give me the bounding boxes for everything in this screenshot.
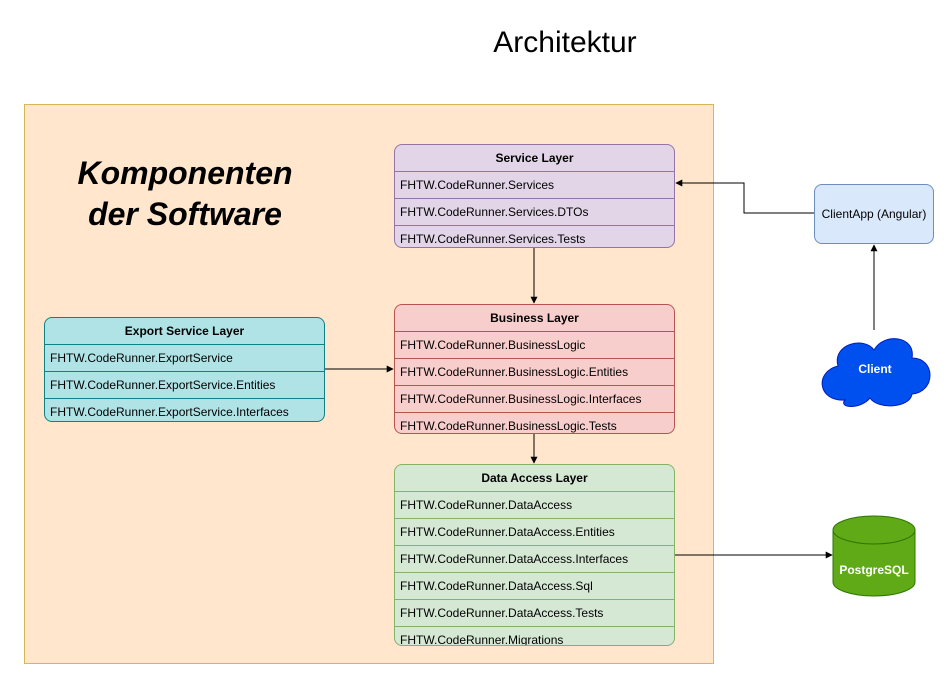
clientapp-label: ClientApp (Angular) — [821, 207, 927, 221]
postgresql-database-icon[interactable] — [832, 515, 916, 597]
container-label-line-2: der Software — [88, 196, 282, 232]
business-layer-row: FHTW.CodeRunner.BusinessLogic.Tests — [400, 419, 617, 433]
service-layer-row: FHTW.CodeRunner.Services.DTOs — [395, 199, 674, 226]
data-access-layer-row: FHTW.CodeRunner.DataAccess.Tests — [395, 600, 674, 627]
export-service-layer-row: FHTW.CodeRunner.ExportService.Interfaces — [50, 405, 289, 419]
business-layer-row: FHTW.CodeRunner.BusinessLogic.Entities — [395, 359, 674, 386]
service-layer-box[interactable]: Service Layer FHTW.CodeRunner.Services F… — [394, 144, 675, 248]
data-access-layer-row: FHTW.CodeRunner.DataAccess.Interfaces — [395, 546, 674, 573]
page-title: Architektur — [493, 26, 637, 59]
business-layer-row: FHTW.CodeRunner.BusinessLogic.Interfaces — [395, 386, 674, 413]
container-label-line-1: Komponenten — [77, 155, 293, 191]
clientapp-box[interactable]: ClientApp (Angular) — [814, 184, 934, 244]
service-layer-row: FHTW.CodeRunner.Services.Tests — [400, 232, 586, 246]
postgresql-label: PostgreSQL — [839, 563, 909, 577]
export-service-layer-header: Export Service Layer — [45, 318, 324, 345]
export-service-layer-row: FHTW.CodeRunner.ExportService.Entities — [45, 372, 324, 399]
data-access-layer-box[interactable]: Data Access Layer FHTW.CodeRunner.DataAc… — [394, 464, 675, 646]
business-layer-header: Business Layer — [395, 305, 674, 332]
clientapp-to-service-arrow — [675, 179, 814, 214]
data-access-layer-row: FHTW.CodeRunner.DataAccess — [395, 492, 674, 519]
export-service-layer-row: FHTW.CodeRunner.ExportService — [45, 345, 324, 372]
export-service-layer-box[interactable]: Export Service Layer FHTW.CodeRunner.Exp… — [44, 317, 325, 422]
service-layer-header: Service Layer — [395, 145, 674, 172]
data-access-layer-row: FHTW.CodeRunner.DataAccess.Entities — [395, 519, 674, 546]
client-cloud-icon[interactable] — [821, 338, 931, 407]
data-access-layer-row: FHTW.CodeRunner.Migrations — [400, 633, 564, 646]
business-layer-row: FHTW.CodeRunner.BusinessLogic — [395, 332, 674, 359]
container-label: Komponenten der Software — [55, 153, 315, 235]
client-label: Client — [858, 362, 892, 376]
business-layer-box[interactable]: Business Layer FHTW.CodeRunner.BusinessL… — [394, 304, 675, 434]
service-layer-row: FHTW.CodeRunner.Services — [395, 172, 674, 199]
data-access-layer-row: FHTW.CodeRunner.DataAccess.Sql — [395, 573, 674, 600]
data-access-layer-header: Data Access Layer — [395, 465, 674, 492]
